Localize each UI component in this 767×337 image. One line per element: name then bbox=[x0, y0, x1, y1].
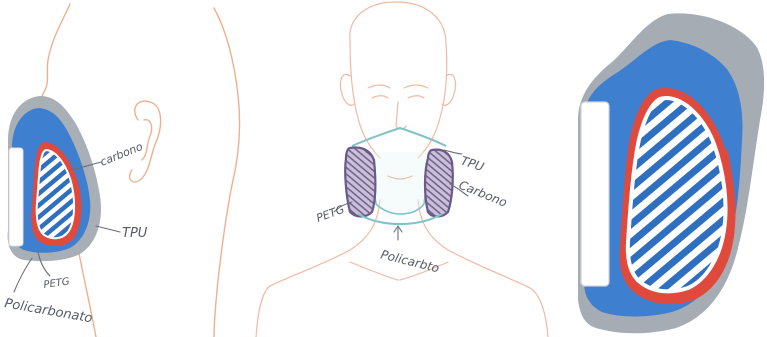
front-label-petg: PETG bbox=[315, 203, 347, 225]
side-label-tpu: TPU bbox=[122, 226, 148, 241]
front-label-carbono: Carbono bbox=[457, 178, 509, 210]
front-label-tpu: TPU bbox=[459, 154, 486, 175]
side-exhale-valve bbox=[9, 148, 23, 246]
side-profile-view: carbono TPU PETG Policarbonato bbox=[3, 4, 239, 337]
detail-exhale-valve bbox=[581, 102, 609, 286]
head-back-outline bbox=[214, 8, 240, 337]
front-label-policarbonato: Policarbto bbox=[379, 247, 440, 275]
enlarged-mask-detail bbox=[578, 13, 764, 333]
front-mask-frame bbox=[352, 128, 446, 146]
side-label-petg: PETG bbox=[43, 276, 71, 291]
side-label-carbono: carbono bbox=[98, 140, 145, 169]
front-left-filter bbox=[345, 148, 375, 217]
side-label-policarbonato: Policarbonato bbox=[3, 296, 93, 326]
front-view: TPU Carbono PETG Policarbto bbox=[256, 2, 548, 337]
front-right-filter bbox=[425, 150, 453, 217]
